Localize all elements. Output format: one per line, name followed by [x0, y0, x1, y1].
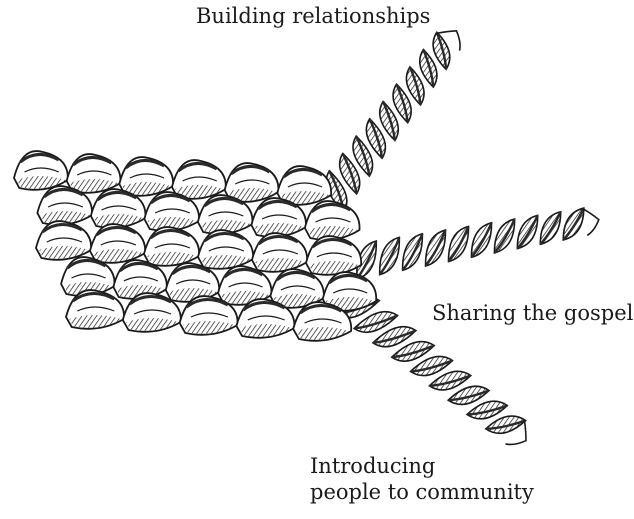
- label-introducing-people-to-community: Introducing people to community: [310, 453, 534, 505]
- braid-knot: [119, 157, 173, 196]
- strand-sharing-gospel: [352, 208, 599, 279]
- braid-knot: [14, 151, 68, 190]
- braid-knot: [225, 163, 279, 202]
- braided-rope-body: [14, 151, 376, 341]
- braid-knot: [252, 233, 307, 272]
- braid-knot: [172, 160, 226, 199]
- strand-building-relationships: [316, 31, 460, 212]
- braid-knot: [198, 230, 253, 269]
- braid-knot: [36, 221, 91, 260]
- braid-knot: [144, 227, 199, 266]
- braid-knot: [306, 236, 361, 275]
- braid-knot: [305, 201, 360, 240]
- label-building-relationships: Building relationships: [196, 3, 430, 29]
- braid-knot: [277, 166, 331, 205]
- label-introducing-line-2: people to community: [310, 479, 534, 505]
- label-introducing-line-1: Introducing: [310, 453, 534, 479]
- braid-knot: [90, 224, 145, 263]
- label-sharing-the-gospel: Sharing the gospel: [432, 300, 633, 326]
- braid-knot: [67, 154, 121, 193]
